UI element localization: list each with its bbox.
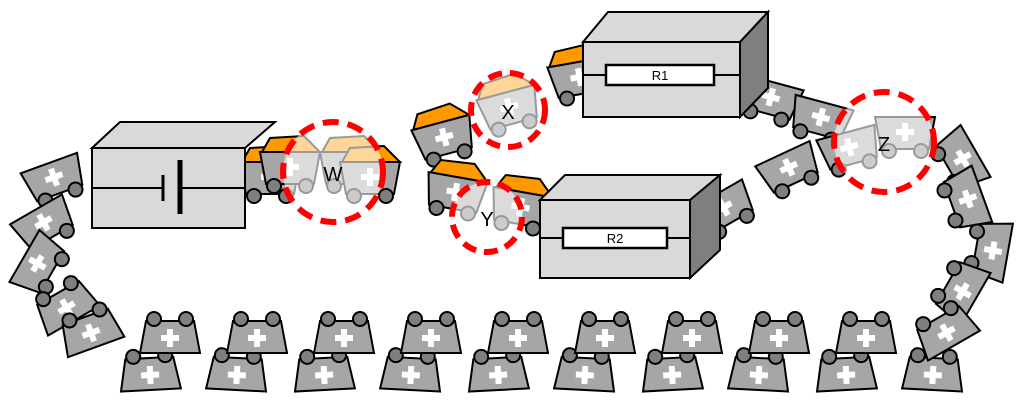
cart-icon bbox=[553, 346, 618, 393]
resistor-r2-box: R2 bbox=[537, 172, 723, 281]
cart-icon bbox=[813, 346, 878, 393]
battery-symbol-icon bbox=[92, 160, 245, 214]
r2-label: R2 bbox=[607, 231, 624, 246]
cart-icon bbox=[748, 311, 810, 354]
r1-label: R1 bbox=[652, 68, 669, 83]
point-z-label: Z bbox=[878, 134, 890, 156]
battery-box bbox=[89, 121, 278, 229]
cart-icon bbox=[727, 346, 792, 393]
cart-icon bbox=[205, 346, 270, 393]
cart-icon bbox=[754, 140, 828, 205]
cart-icon bbox=[400, 311, 462, 354]
cart-icon bbox=[465, 346, 530, 393]
cart-icon bbox=[139, 311, 201, 354]
cart-icon bbox=[487, 311, 549, 354]
cart-icon bbox=[574, 311, 636, 354]
marker-x: X bbox=[468, 70, 548, 150]
point-w-label: W bbox=[324, 164, 343, 186]
marker-z: Z bbox=[831, 89, 937, 195]
cart-icon bbox=[661, 311, 723, 354]
cart-icon bbox=[291, 346, 356, 393]
cart-icon bbox=[639, 346, 704, 393]
cart-icon bbox=[117, 346, 182, 393]
cart-icon bbox=[379, 346, 444, 393]
marker-w: W bbox=[280, 119, 386, 225]
point-x-label: X bbox=[501, 102, 514, 124]
cart-icon bbox=[313, 311, 375, 354]
cart-icon bbox=[226, 311, 288, 354]
cart-icon bbox=[835, 311, 897, 354]
marker-y: Y bbox=[449, 179, 525, 255]
resistor-r1-box: R1 bbox=[580, 9, 771, 120]
point-y-label: Y bbox=[480, 209, 493, 231]
